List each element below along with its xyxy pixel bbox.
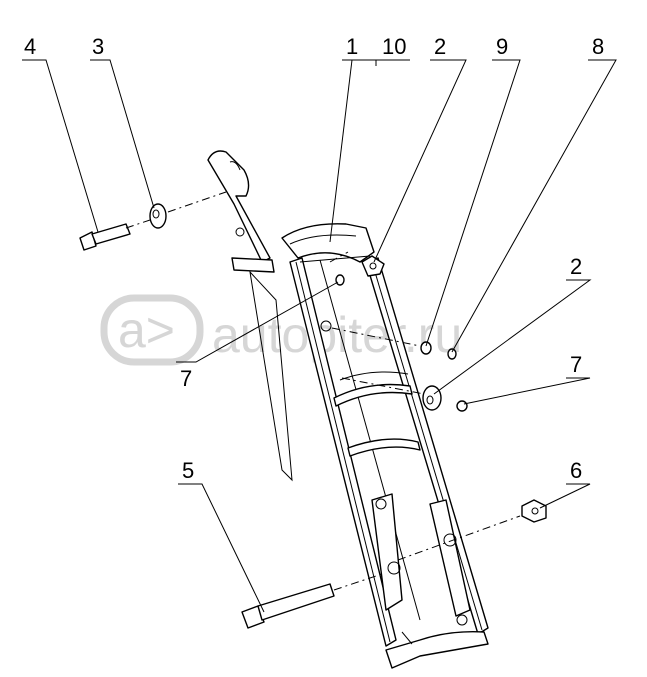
callout-8: 8 [592,34,604,59]
screw-7-upper [335,274,345,286]
callout-1: 1 [346,34,358,59]
lower-right-plate [429,499,471,617]
callout-9: 9 [496,34,508,59]
washer-9 [420,341,432,355]
bolt-8 [447,348,457,360]
cross-rib-2 [347,438,421,457]
main-frame [207,150,489,669]
nut-2-middle [422,385,442,411]
upper-bracket [231,257,275,273]
bolt-5 [241,583,335,629]
callout-2-middle: 2 [570,254,582,279]
callout-6: 6 [570,458,582,483]
nut-6 [521,499,547,523]
nut-2-upper [361,255,385,277]
callout-5: 5 [182,458,194,483]
lower-left-plate [371,493,403,611]
cross-rib-1 [333,383,413,407]
watermark: a> autopiter.ru [100,294,462,366]
top-lug [207,150,271,263]
leader-lines [22,59,617,613]
callout-10: 10 [382,34,406,59]
bolt-4 [79,223,131,251]
callout-7-right: 7 [570,352,582,377]
callout-7-left: 7 [180,366,192,391]
watermark-text: autopiter.ru [212,307,462,363]
watermark-logo-box [100,294,204,366]
bushing-3 [149,203,167,229]
callout-labels: 4 3 1 10 2 9 8 2 7 7 5 6 [24,34,604,483]
callout-4: 4 [24,34,36,59]
watermark-logo-text: a> [118,302,175,358]
screw-7-middle [456,400,468,412]
bottom-plate [385,631,489,669]
top-cap-plate [281,223,375,263]
callout-3: 3 [92,34,104,59]
callout-2-top: 2 [434,34,446,59]
